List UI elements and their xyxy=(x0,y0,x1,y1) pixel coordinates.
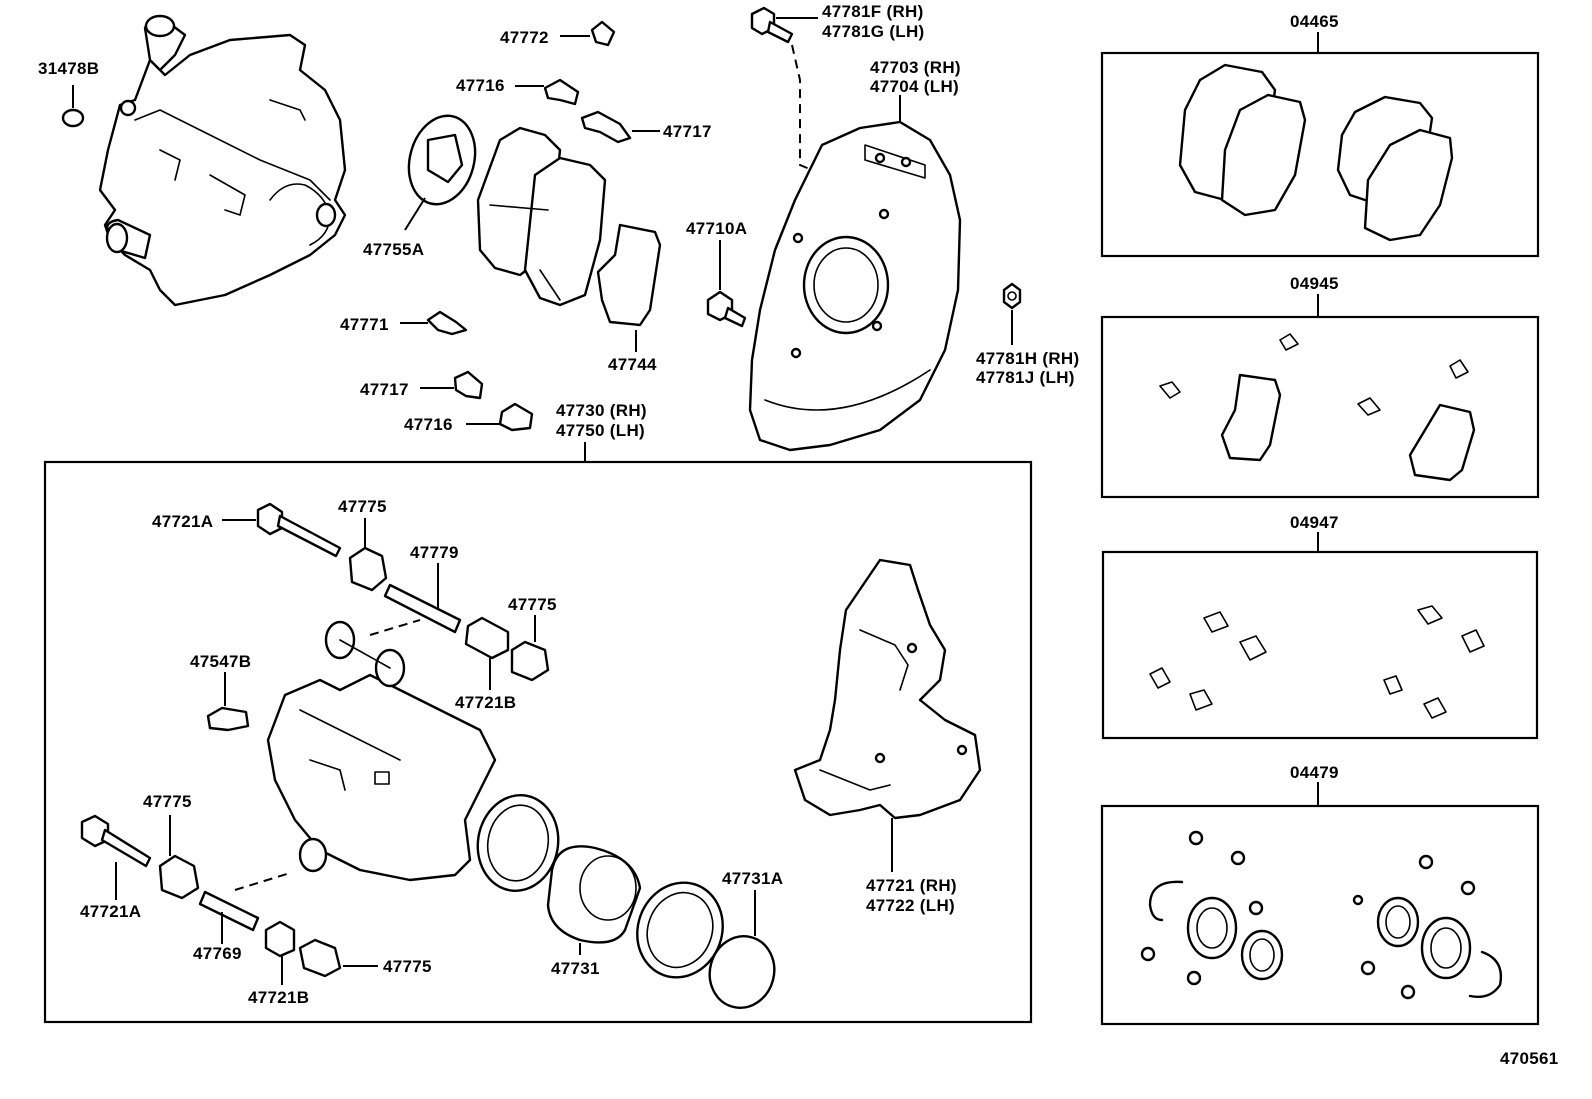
label-47775-a: 47775 xyxy=(338,497,387,516)
kit-04947-clips-drawing xyxy=(1149,605,1485,719)
boot-47775-d-drawing xyxy=(298,938,378,978)
label-47781J: 47781J (LH) xyxy=(976,368,1075,387)
bleeder-47547B-drawing xyxy=(206,672,250,732)
clip-47772-drawing xyxy=(560,20,616,47)
clip-47716-top-drawing xyxy=(515,78,580,106)
label-47781G: 47781G (LH) xyxy=(822,22,925,41)
clip-47771-drawing xyxy=(400,310,468,336)
caliper-subassembly-box xyxy=(43,460,1033,1024)
kit-04465-pads-drawing xyxy=(1178,63,1454,242)
label-47716-top: 47716 xyxy=(456,76,505,95)
kit-04465-box xyxy=(1100,51,1540,258)
label-47721B-bottom: 47721B xyxy=(248,988,309,1007)
bolt-47721A-top-drawing xyxy=(222,502,342,558)
label-47721A-bottom: 47721A xyxy=(80,902,141,921)
bushing-47721B-top-drawing xyxy=(464,616,510,690)
label-47722: 47722 (LH) xyxy=(866,896,955,915)
label-kit-04945: 04945 xyxy=(1290,274,1339,293)
clip-47717-bottom-drawing xyxy=(420,370,484,400)
label-47781F: 47781F (RH) xyxy=(822,2,924,21)
label-47744: 47744 xyxy=(608,355,657,374)
boot-47775-a-drawing xyxy=(348,518,388,592)
kit-04947-box xyxy=(1101,550,1539,740)
kit-04479-seals-drawing xyxy=(1140,830,1503,1000)
label-47781H: 47781H (RH) xyxy=(976,349,1079,368)
label-31478B: 31478B xyxy=(38,59,99,78)
label-47731A: 47731A xyxy=(722,869,783,888)
label-47721: 47721 (RH) xyxy=(866,876,957,895)
label-47710A: 47710A xyxy=(686,219,747,238)
part-47744-drawing xyxy=(596,223,662,352)
label-47755A: 47755A xyxy=(363,240,424,259)
ring-47731A-drawing xyxy=(708,890,776,1009)
pin-47769-drawing xyxy=(198,890,260,944)
boot-47775-c-drawing xyxy=(158,815,200,900)
piston-seal-drawing xyxy=(476,794,560,892)
callout-labels: 31478B 47772 47716 47717 47755A 47771 47… xyxy=(38,2,1559,1068)
bushing-47721B-bottom-drawing xyxy=(264,920,296,985)
boot-47775-b-drawing xyxy=(510,615,550,682)
dust-shield-drawing xyxy=(748,95,962,452)
label-kit-04465: 04465 xyxy=(1290,12,1339,31)
pin-47779-drawing xyxy=(383,563,462,634)
label-47730: 47730 (RH) xyxy=(556,401,647,420)
clip-47717-top-drawing xyxy=(580,110,660,144)
label-kit-04947: 04947 xyxy=(1290,513,1339,532)
label-47775-c: 47775 xyxy=(143,792,192,811)
label-47547B: 47547B xyxy=(190,652,251,671)
kit-04945-box xyxy=(1100,315,1540,499)
label-kit-04479: 04479 xyxy=(1290,763,1339,782)
bolt-47710A-drawing xyxy=(706,240,747,328)
label-47772: 47772 xyxy=(500,28,549,47)
label-47750: 47750 (LH) xyxy=(556,421,645,440)
label-47703: 47703 (RH) xyxy=(870,58,961,77)
part-31478B-drawing xyxy=(61,85,85,128)
nut-47781H-drawing xyxy=(1002,282,1022,345)
bolt-47721A-bottom-drawing xyxy=(80,814,152,900)
label-47721A-top: 47721A xyxy=(152,512,213,531)
diagram-id: 470561 xyxy=(1500,1049,1559,1068)
mounting-bracket-drawing xyxy=(793,558,982,872)
kit-04479-box xyxy=(1100,804,1540,1026)
label-47721B-top: 47721B xyxy=(455,693,516,712)
caliper-assembly-drawing xyxy=(98,14,347,307)
brake-pads-drawing xyxy=(476,126,607,307)
piston-47731-drawing xyxy=(546,845,642,955)
label-47775-d: 47775 xyxy=(383,957,432,976)
label-47775-b: 47775 xyxy=(508,595,557,614)
label-47717-top: 47717 xyxy=(663,122,712,141)
label-47717-bottom: 47717 xyxy=(360,380,409,399)
part-47755A-drawing xyxy=(404,114,477,231)
label-47731: 47731 xyxy=(551,959,600,978)
caliper-body-drawing xyxy=(234,619,497,891)
label-47779: 47779 xyxy=(410,543,459,562)
label-47769: 47769 xyxy=(193,944,242,963)
label-47704: 47704 (LH) xyxy=(870,77,959,96)
kit-04945-shims-drawing xyxy=(1159,333,1476,482)
cylinder-boot-drawing xyxy=(636,881,724,979)
label-47771: 47771 xyxy=(340,315,389,334)
label-47716-bottom: 47716 xyxy=(404,415,453,434)
bolt-47781F-drawing xyxy=(750,6,818,171)
clip-47716-bottom-drawing xyxy=(466,402,534,432)
